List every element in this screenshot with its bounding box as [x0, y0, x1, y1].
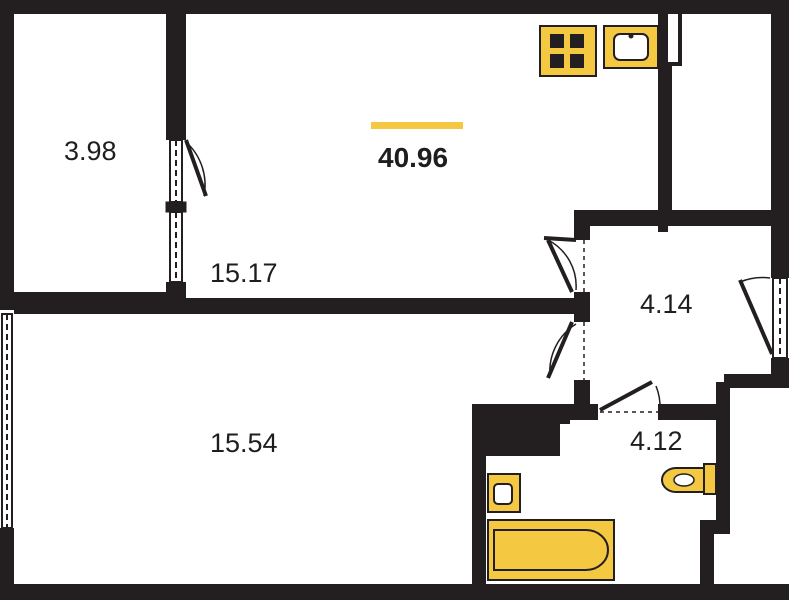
door-swing-icon — [165, 139, 774, 413]
total-area-marker — [371, 122, 463, 129]
room-area-balcony: 3.98 — [64, 136, 117, 166]
total-area-label: 40.96 — [378, 142, 449, 173]
bathtub-icon — [487, 519, 615, 581]
bathroom-right-walls — [700, 374, 771, 584]
room-area-bathroom: 4.12 — [630, 426, 683, 456]
toilet-icon — [661, 463, 717, 495]
washbasin-icon — [487, 473, 521, 513]
stove-icon — [539, 25, 597, 77]
kitchen-sink-icon — [603, 25, 659, 69]
room-area-hallway: 4.14 — [640, 289, 693, 319]
kitchen-niche-walls — [658, 14, 690, 232]
room-area-bedroom: 15.54 — [210, 428, 278, 458]
interior-walls — [14, 210, 771, 584]
room-area-kitchen-living: 15.17 — [210, 258, 278, 288]
